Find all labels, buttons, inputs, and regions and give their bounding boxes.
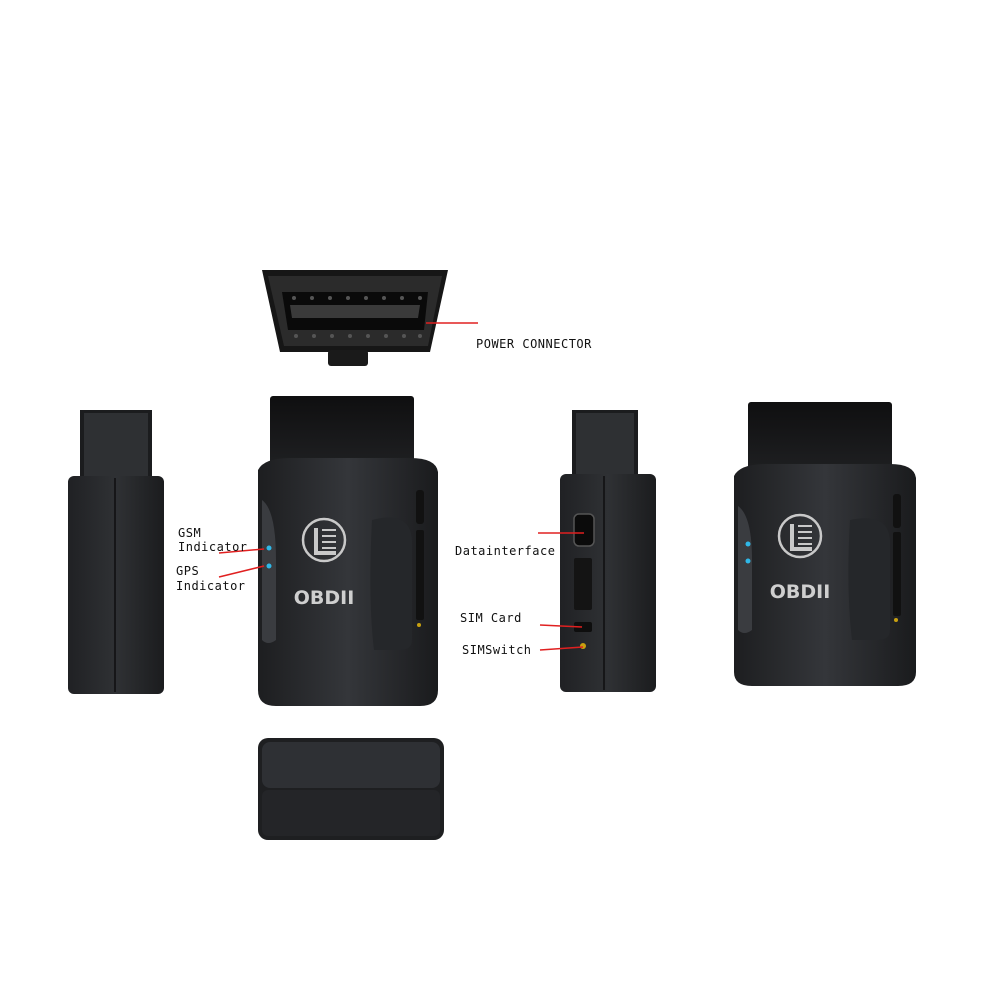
gsm-indicator-label-line1: GSM — [178, 526, 202, 540]
brand-label: OBDII — [294, 587, 355, 609]
front-view-device — [258, 396, 438, 706]
gsm-indicator-icon — [266, 545, 272, 551]
gps-indicator-icon — [266, 563, 272, 569]
brand-label-rear: OBDII — [770, 581, 831, 603]
logo-icon — [301, 517, 347, 563]
logo-icon — [777, 513, 823, 559]
gps-indicator-label-line1: GPS — [176, 564, 200, 578]
data-interface-label: Datainterface — [455, 544, 556, 558]
bottom-view-device — [258, 738, 444, 840]
callout-line-gsm — [218, 548, 265, 554]
gps-indicator-label-line2: Indicator — [176, 579, 246, 593]
gsm-indicator-label-line2: Indicator — [178, 540, 248, 554]
callout-line-sim-card — [539, 624, 583, 628]
left-side-view — [68, 410, 164, 694]
callout-line-gps — [218, 565, 265, 578]
callout-line-sim-switch — [539, 646, 584, 651]
right-side-view — [560, 410, 656, 692]
top-view-connector — [262, 270, 448, 366]
power-connector-label: POWER CONNECTOR — [476, 337, 592, 351]
sim-switch-label: SIMSwitch — [462, 643, 532, 657]
sim-card-label: SIM Card — [460, 611, 522, 625]
rear-view-device — [734, 402, 916, 686]
